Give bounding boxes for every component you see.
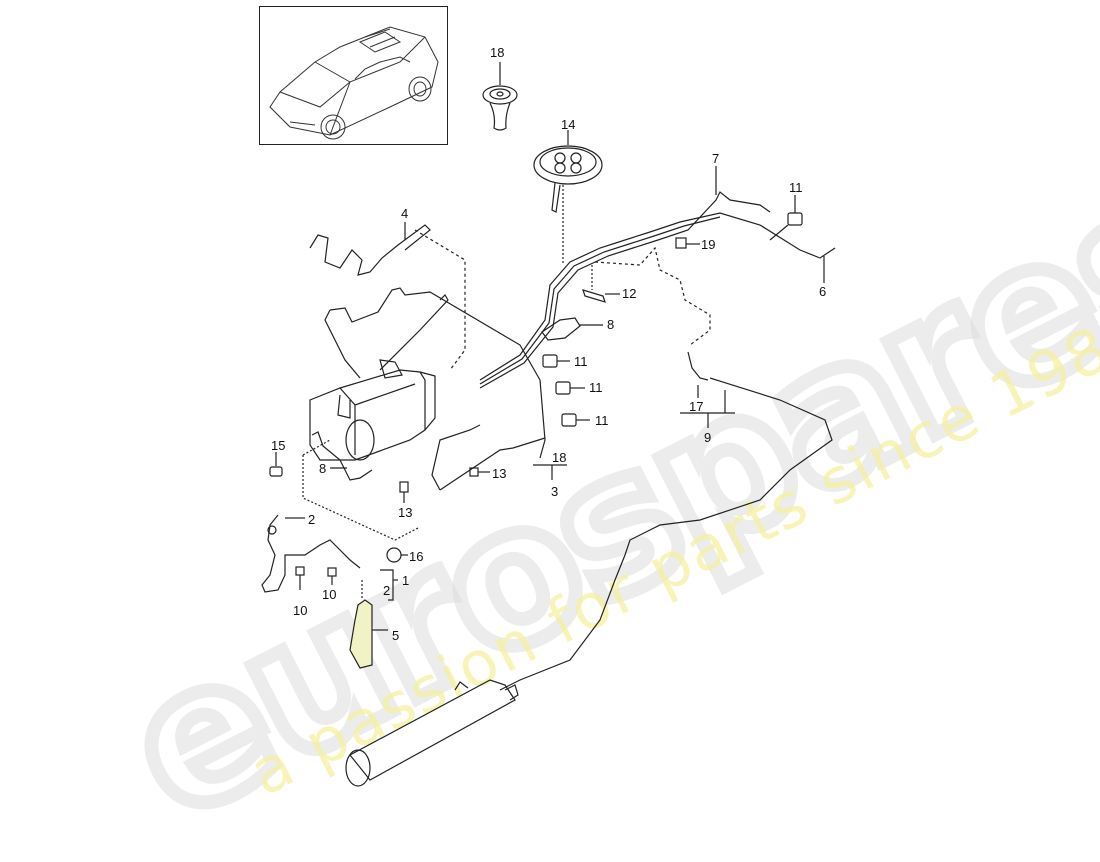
callout-3: 3	[551, 484, 559, 499]
callout-13-lower: 13	[398, 505, 413, 520]
callout-11-top: 11	[789, 180, 803, 195]
callout-5: 5	[392, 628, 400, 643]
callout-10-left: 10	[293, 603, 308, 618]
callout-8-upper: 8	[607, 317, 615, 332]
parts-diagram: eurospares a passion for parts since 198…	[88, 6, 1100, 862]
callout-9: 9	[704, 430, 712, 445]
callout-11-b: 11	[589, 380, 603, 395]
plug-part-icon	[482, 62, 518, 131]
callout-18-lower: 18	[552, 450, 567, 465]
callout-4: 4	[401, 206, 409, 221]
callout-8-lower: 8	[319, 461, 327, 476]
callout-19: 19	[701, 237, 716, 252]
callout-12: 12	[622, 286, 637, 301]
callout-11-a: 11	[574, 354, 588, 369]
callout-13-right: 13	[492, 466, 507, 481]
callout-15: 15	[271, 438, 286, 453]
callout-2-lower: 2	[383, 583, 391, 598]
callout-18-top: 18	[490, 45, 505, 60]
vehicle-thumbnail	[259, 6, 448, 145]
callout-6: 6	[819, 284, 827, 299]
callout-1: 1	[402, 573, 410, 588]
callout-14: 14	[561, 117, 576, 132]
compressor-icon	[309, 359, 436, 461]
callout-2-upper: 2	[308, 512, 316, 527]
car-icon	[269, 26, 439, 140]
callout-7: 7	[712, 151, 720, 166]
callout-11-c: 11	[595, 413, 609, 428]
air-reservoir-icon	[345, 679, 519, 787]
grommet-icon	[533, 130, 603, 265]
callout-17: 17	[689, 399, 704, 414]
line-art	[261, 62, 836, 787]
callout-16: 16	[409, 549, 424, 564]
callout-10-right: 10	[322, 587, 337, 602]
